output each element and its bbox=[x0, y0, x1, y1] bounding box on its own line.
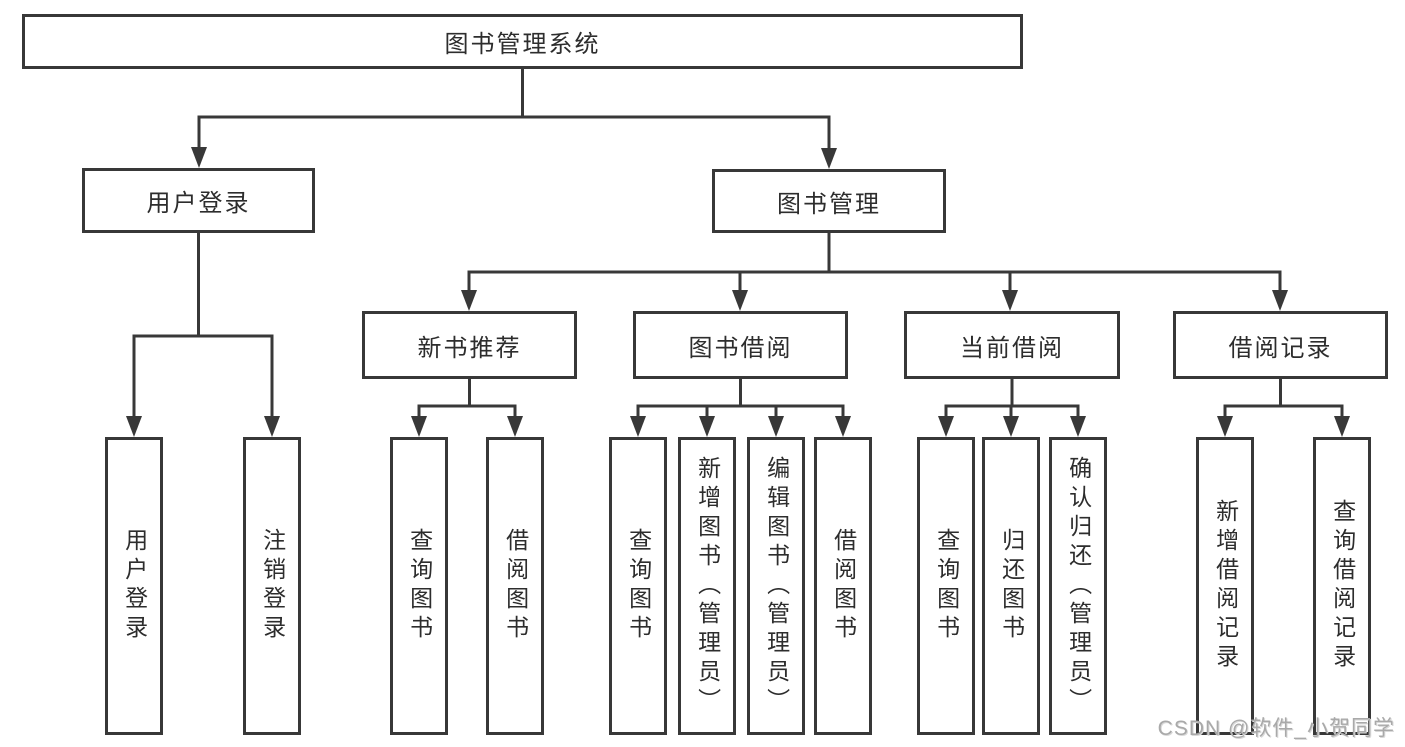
node-label: 新书推荐 bbox=[417, 334, 522, 362]
node-new-book-recommend: 新书推荐 bbox=[362, 311, 577, 379]
node-borrow-books-leaf: 借阅图书 bbox=[814, 437, 872, 735]
node-label: 编辑图书（管理员） bbox=[763, 455, 790, 717]
node-label: 查询图书 bbox=[406, 528, 433, 644]
node-edit-books-admin-leaf: 编辑图书（管理员） bbox=[747, 437, 805, 735]
node-logout-leaf: 注销登录 bbox=[243, 437, 301, 735]
node-borrow-books-leaf: 借阅图书 bbox=[486, 437, 544, 735]
node-label: 图书借阅 bbox=[688, 334, 793, 362]
node-label: 图书管理系统 bbox=[444, 31, 601, 58]
node-label: 用户登录 bbox=[121, 528, 148, 644]
node-query-borrow-record-leaf: 查询借阅记录 bbox=[1313, 437, 1371, 735]
node-current-borrowing: 当前借阅 bbox=[904, 311, 1120, 379]
node-user-login-leaf: 用户登录 bbox=[105, 437, 163, 735]
node-label: 确认归还（管理员） bbox=[1065, 455, 1092, 717]
node-book-borrowing: 图书借阅 bbox=[633, 311, 848, 379]
node-label: 借阅图书 bbox=[830, 528, 857, 644]
node-label: 归还图书 bbox=[998, 528, 1025, 644]
node-label: 借阅图书 bbox=[502, 528, 529, 644]
node-query-books-leaf: 查询图书 bbox=[390, 437, 448, 735]
node-label: 查询图书 bbox=[625, 528, 652, 644]
node-query-books-leaf: 查询图书 bbox=[917, 437, 975, 735]
node-return-books-leaf: 归还图书 bbox=[982, 437, 1040, 735]
node-user-login-module: 用户登录 bbox=[82, 168, 315, 233]
node-query-books-leaf: 查询图书 bbox=[609, 437, 667, 735]
node-label: 注销登录 bbox=[259, 528, 286, 644]
node-label: 图书管理 bbox=[777, 190, 881, 218]
node-label: 用户登录 bbox=[146, 190, 251, 217]
node-confirm-return-admin-leaf: 确认归还（管理员） bbox=[1049, 437, 1107, 735]
node-label: 查询借阅记录 bbox=[1329, 499, 1356, 673]
node-add-borrow-record-leaf: 新增借阅记录 bbox=[1196, 437, 1254, 735]
csdn-watermark: CSDN @软件_小贺同学 bbox=[1157, 717, 1395, 740]
node-library-system-root: 图书管理系统 bbox=[22, 14, 1023, 69]
node-label: 新增借阅记录 bbox=[1212, 499, 1239, 673]
node-label: 查询图书 bbox=[933, 528, 960, 644]
node-label: 新增图书（管理员） bbox=[694, 455, 721, 717]
node-add-books-admin-leaf: 新增图书（管理员） bbox=[678, 437, 736, 735]
node-borrowing-records: 借阅记录 bbox=[1173, 311, 1388, 379]
node-label: 当前借阅 bbox=[960, 334, 1064, 362]
node-book-management-module: 图书管理 bbox=[712, 169, 946, 233]
node-label: 借阅记录 bbox=[1228, 334, 1333, 362]
